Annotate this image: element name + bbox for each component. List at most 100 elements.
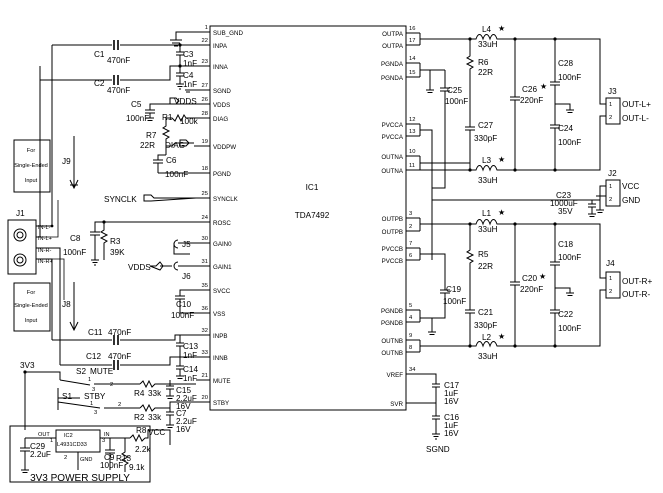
vdds-label-1: VDDS [174,97,197,106]
svg-text:33: 33 [202,350,208,356]
j3-connector[interactable] [605,97,621,125]
ic1-part: TDA7492 [295,211,330,220]
l4-value: 33uH [478,40,498,49]
r4-symbol [139,379,196,389]
svg-text:3: 3 [102,438,105,444]
r2-symbol [139,401,196,413]
svg-text:PVCCB: PVCCB [382,246,403,253]
r7-value: 22R [140,141,155,150]
c7-symbol [166,408,174,425]
c26-ref: C26 [522,85,537,94]
svg-text:OUTNB: OUTNB [381,350,403,357]
svg-text:1: 1 [205,25,208,31]
svg-text:INNB: INNB [213,355,228,362]
r13-ref: R13 [116,454,131,463]
c13-ref: C13 [183,342,198,351]
stby-switch[interactable] [57,401,140,409]
c11-ref: C11 [88,328,103,337]
r5-symbol [465,224,475,310]
c5-ref: C5 [131,100,142,109]
svg-text:OUTNA: OUTNA [381,168,404,175]
j1-pin-inlp: IN-L+ [38,236,52,242]
svg-text:34: 34 [409,367,416,373]
svg-text:17: 17 [409,38,415,44]
svg-text:5: 5 [409,303,412,309]
svg-text:MUTE: MUTE [213,378,231,385]
c19-symbol [420,253,450,319]
ic2-ref: IC2 [64,433,73,439]
svg-text:DIAG: DIAG [213,116,228,123]
r4-value: 33k [148,389,162,398]
svg-text:INPB: INPB [213,333,227,340]
c29-ref: C29 [30,442,45,451]
vcc-label: VCC [622,182,639,191]
r6-ref: R6 [478,58,489,67]
r3-symbol [99,222,109,260]
r5-ref: R5 [478,250,489,259]
svg-text:13: 13 [409,129,415,135]
svg-text:PGND: PGND [213,171,231,178]
c15-value: 2.2uF [176,394,197,403]
svg-text:SUB_GND: SUB_GND [213,30,243,37]
svg-text:PGNDA: PGNDA [381,75,404,82]
svg-text:14: 14 [409,56,416,62]
l4-symbol [470,34,510,41]
out-l-plus: OUT-L+ [622,100,651,109]
r7-symbol [161,118,171,155]
c28-value: 100nF [558,73,581,82]
l4-ref: L4 [482,25,492,34]
svg-text:STBY: STBY [213,400,229,407]
c2-value: 470nF [107,86,130,95]
svg-text:OUTNB: OUTNB [381,338,403,345]
c23-ref: C23 [556,191,571,200]
c9-symbol [105,438,115,470]
j2-ref: J2 [608,169,617,178]
svg-text:PGNDB: PGNDB [381,308,403,315]
svg-text:36: 36 [202,306,208,312]
c15-ref: C15 [176,386,191,395]
svg-text:PVCCA: PVCCA [382,134,404,141]
c26-symbol [510,39,520,170]
c5-value: 100nF [126,114,149,123]
c15-symbol [166,380,174,396]
j4-connector[interactable] [605,271,621,299]
c16-symbol [420,402,440,434]
c4-value: 1nF [183,80,197,89]
r2-ref: R2 [134,413,145,422]
svg-text:1: 1 [90,401,93,407]
r6-symbol [465,39,475,127]
j2-connector[interactable] [605,179,621,207]
svg-text:★: ★ [539,272,546,281]
r1-value: 100k [180,117,199,126]
c3-value: 1nF [183,59,197,68]
svg-text:1: 1 [88,377,91,383]
mute-switch[interactable] [59,379,140,386]
j1-pin-inrm: IN-R- [38,248,51,254]
r4-ref: R4 [134,389,145,398]
ic2-body [55,429,101,453]
svg-text:GAIN0: GAIN0 [213,241,232,248]
ground-icon [176,83,184,90]
j8-box [13,282,51,332]
svg-text:VREF: VREF [386,372,403,379]
svg-text:30: 30 [202,236,208,242]
r13-value: 9.1k [129,463,145,472]
j1-connector [7,219,37,275]
c1-value: 470nF [107,56,130,65]
diag-label: DIAG [165,141,185,150]
c23-volt: 35V [558,207,573,216]
